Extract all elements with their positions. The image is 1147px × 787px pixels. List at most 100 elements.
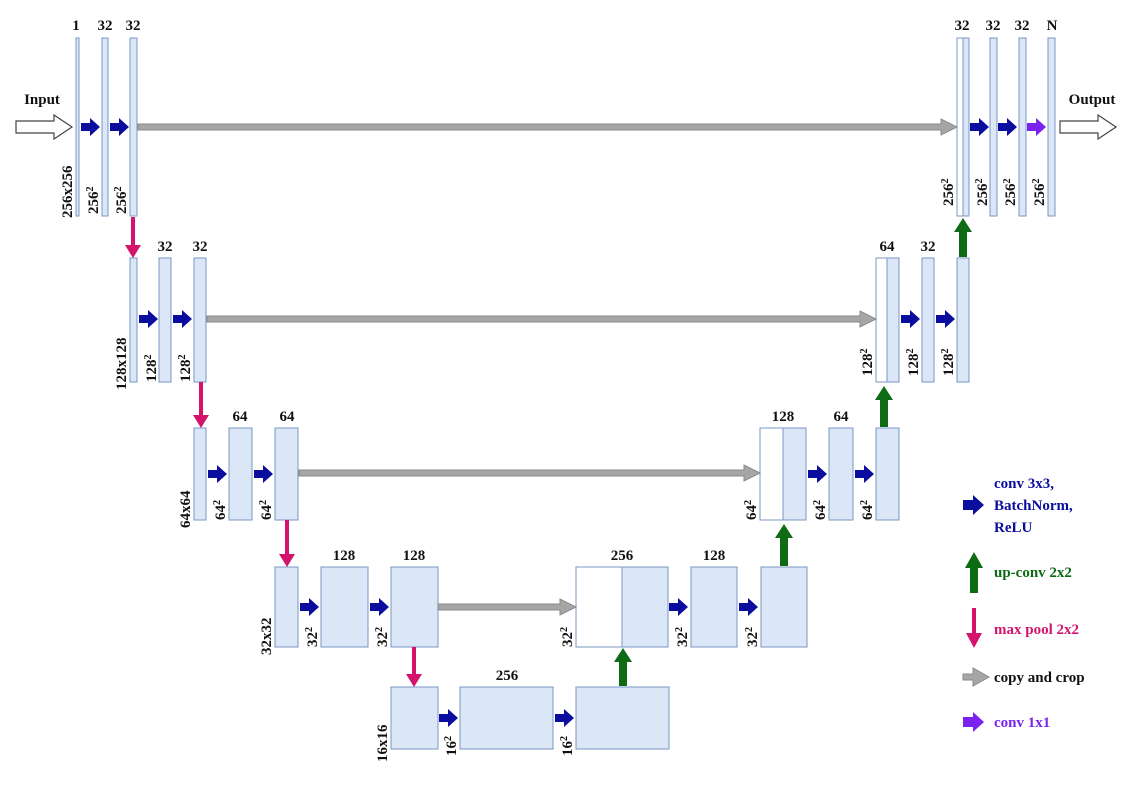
l3-res-64x64: 64x64 [178,490,194,528]
l4-conv-arrow-1 [300,598,319,616]
l1-conv-arrow-1 [81,118,100,136]
l2-conv-arrow-2 [173,310,192,328]
l4-conv2-block [390,566,439,648]
l4-dec-channels-b: 128 [703,548,726,564]
l1-conv-arrow-2 [110,118,129,136]
l5-input-block [390,686,439,750]
l5-res-16x16: 16x16 [375,724,391,762]
l5-conv1-block [459,686,554,750]
l2-res-128x128: 128x128 [114,338,130,391]
l1-dec-conv-arrow-1 [970,118,989,136]
legend-maxpool-icon [966,608,982,648]
l1-channels-32b: 32 [126,18,141,34]
l2-dec-up-block [886,257,900,383]
l2-channels-b: 32 [193,239,208,255]
l3-res-b: 642 [258,500,276,520]
l4-input-block [274,566,299,648]
l3-copy-arrow [298,464,762,482]
l3-dec-res-c: 642 [859,500,877,520]
legend-upconv-label-0: up-conv 2x2 [994,565,1072,581]
l1-dec-channels-n: N [1047,18,1058,34]
l1-channels-32a: 32 [98,18,113,34]
l4-dec-conv2-block [760,566,808,648]
l1-channels-1: 1 [72,18,80,34]
l1-dec-res-d: 2562 [1031,179,1049,207]
l4-dec-conv1-block [690,566,738,648]
l2-dec-channels-a: 64 [880,239,896,255]
l2-dec-conv-arrow-2 [936,310,955,328]
l3-dec-conv2-block [875,427,900,521]
l3-conv2-block [274,427,299,521]
l2-dec-conv2-block [956,257,970,383]
l3-dec-channels-a: 128 [772,409,795,425]
l2-dec-conv-arrow-1 [901,310,920,328]
legend-conv-icon [963,495,984,515]
l4-res-a: 322 [304,627,322,647]
l1-dec-res-b: 2562 [974,179,992,207]
l1-dec-conv1-block [989,37,998,217]
l3-channels-a: 64 [233,409,249,425]
legend-conv-label-2: ReLU [994,520,1032,536]
legend-maxpool-label-0: max pool 2x2 [994,622,1079,638]
l1-dec-res-c: 2562 [1002,179,1020,207]
input-arrow [15,113,74,141]
output-arrow [1059,113,1118,141]
l4-channels-a: 128 [333,548,356,564]
l1-copy-arrow [137,118,959,136]
l1-conv2-block [129,37,138,217]
l4-dec-conv-arrow-1 [669,598,688,616]
l1-input-block [75,37,80,217]
l5-channels-256: 256 [496,668,519,684]
l1-conv1-block [101,37,109,217]
l5-conv-arrow-1 [439,709,458,727]
l1-dec-res-a: 2562 [940,179,958,207]
legend-conv-label-0: conv 3x3, [994,476,1054,492]
l3-dec-up-block [782,427,807,521]
l3-dec-conv1-block [828,427,854,521]
l5-maxpool-arrow [406,647,422,687]
l2-res-b: 1282 [177,355,195,383]
legend-upconv-icon [965,552,983,593]
l3-dec-channels-b: 64 [834,409,850,425]
l4-copy-arrow [437,598,578,616]
l2-upconv-arrow [875,386,893,427]
l4-dec-channels-a: 256 [611,548,634,564]
l3-dec-res-b: 642 [812,500,830,520]
l2-dec-copy-block [875,257,888,383]
l1-dec-conv2-block [1018,37,1027,217]
l5-res-b: 162 [559,736,577,756]
legend-conv1x1-icon [963,712,984,732]
l4-dec-up-block [621,566,669,648]
l1-conv1x1-arrow [1027,118,1046,136]
l4-res-b: 322 [374,627,392,647]
l2-copy-arrow [206,310,878,328]
l4-res-32x32: 32x32 [259,618,275,656]
l3-conv1-block [228,427,253,521]
l2-dec-res-b: 1282 [905,349,923,377]
l2-dec-res-a: 1282 [859,349,877,377]
feature-map-blocks [75,37,1056,750]
l1-res-a: 2562 [85,187,103,215]
l4-conv-arrow-2 [370,598,389,616]
l3-dec-res-a: 642 [743,500,761,520]
l4-upconv-arrow [614,648,632,686]
l3-res-a: 642 [212,500,230,520]
l4-maxpool-arrow [279,520,295,567]
l4-dec-conv-arrow-2 [739,598,758,616]
l1-dec-conv-arrow-2 [998,118,1017,136]
l2-dec-res-c: 1282 [940,349,958,377]
l3-conv-arrow-2 [254,465,273,483]
legend-copy-icon [962,667,991,687]
l5-conv2-block [575,686,670,750]
l2-channels-a: 32 [158,239,173,255]
l3-dec-conv-arrow-1 [808,465,827,483]
l2-conv-arrow-1 [139,310,158,328]
l1-res-b: 2562 [113,187,131,215]
l4-dec-res-b: 322 [674,627,692,647]
l2-conv2-block [193,257,207,383]
input-label: Input [24,92,60,108]
l1-dec-channels-a: 32 [955,18,970,34]
